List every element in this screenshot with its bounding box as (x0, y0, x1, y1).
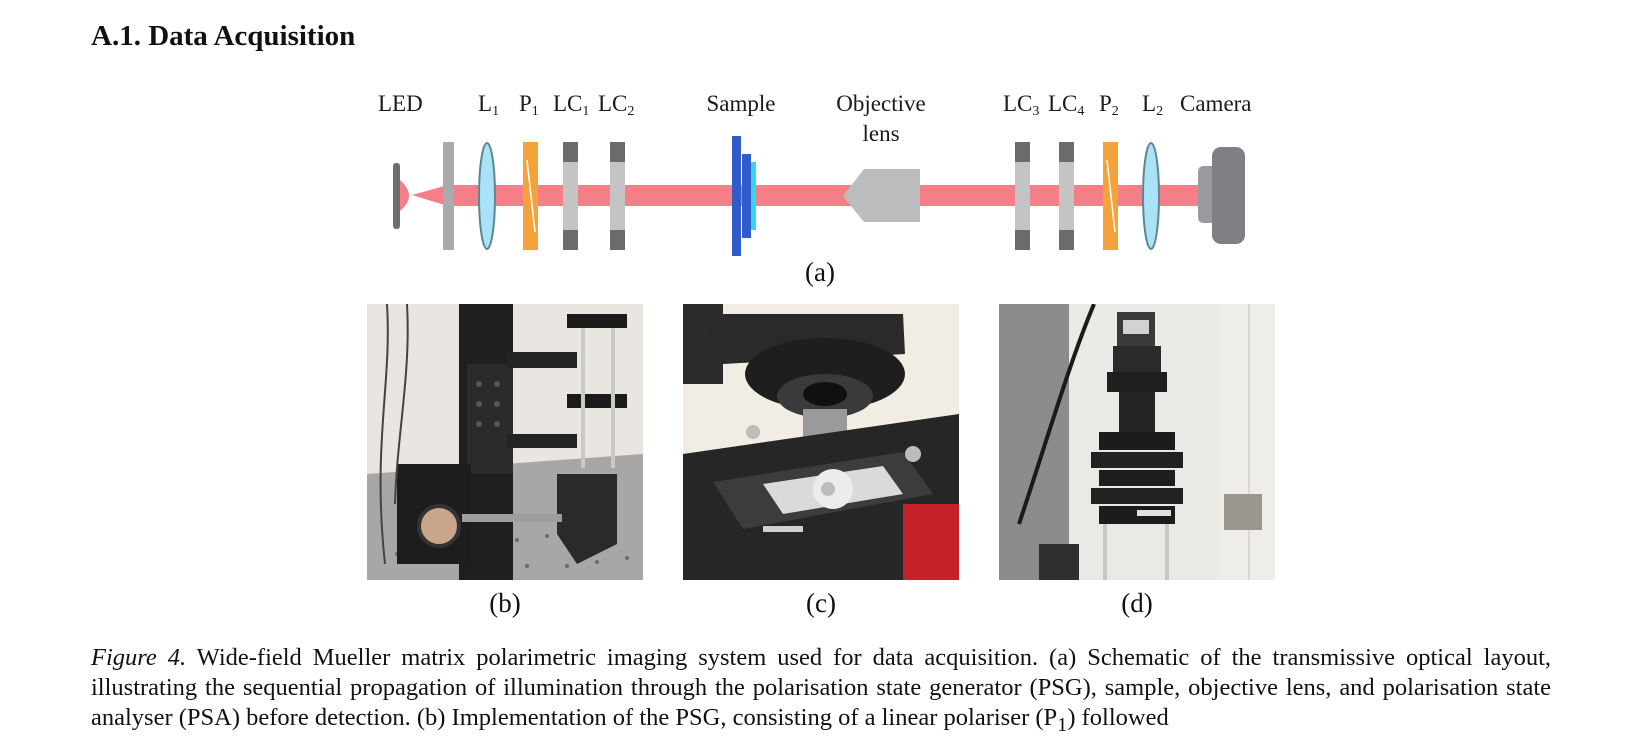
label-p1: P1 (519, 91, 539, 119)
photo-psg-setup (367, 304, 643, 580)
beam-diverging (412, 185, 448, 206)
objective-lens (843, 169, 920, 222)
label-lc3: LC3 (1003, 91, 1039, 119)
led-emitter (400, 180, 409, 211)
diffuser-plate (443, 142, 454, 250)
label-p2: P2 (1099, 91, 1119, 119)
lc2-bottom-mount (610, 230, 625, 250)
camera-nose (1198, 166, 1216, 223)
sample-coverslip (742, 154, 751, 238)
lc4-top-mount (1059, 142, 1074, 162)
lc1-bottom-mount (563, 230, 578, 250)
polariser-p1-axis (526, 159, 536, 233)
beam (446, 185, 1198, 206)
sample-specimen (751, 162, 756, 230)
label-lc4: LC4 (1048, 91, 1084, 119)
lc4-body (1059, 142, 1074, 250)
label-lc1: LC1 (553, 91, 589, 119)
polariser-p2-axis (1106, 159, 1116, 233)
lc2-top-mount (610, 142, 625, 162)
sample-slide (732, 136, 741, 256)
camera-body (1212, 147, 1245, 244)
label-objective-line2: lens (862, 121, 899, 146)
lens-l2 (1142, 142, 1160, 250)
lens-l1 (478, 142, 496, 250)
caption-line-3-end: ) followed (1067, 704, 1169, 731)
photo-psa-camera (999, 304, 1275, 580)
panel-label-c: (c) (806, 588, 836, 618)
section-heading: A.1. Data Acquisition (91, 20, 356, 52)
photo-sample-stage (683, 304, 959, 580)
label-camera: Camera (1180, 91, 1252, 116)
lc4-bottom-mount (1059, 230, 1074, 250)
panel-label-d: (d) (1121, 588, 1153, 618)
caption-line-3-sub: 1 (1057, 713, 1068, 736)
label-lc2: LC2 (598, 91, 634, 119)
optical-schematic: LED L1 P1 LC1 LC2 Sample Objective lens … (378, 91, 1252, 287)
lc3-top-mount (1015, 142, 1030, 162)
label-sample: Sample (707, 91, 776, 116)
label-l1: L1 (478, 91, 499, 119)
lc2-body (610, 142, 625, 250)
lc3-bottom-mount (1015, 230, 1030, 250)
figure-caption: Figure 4. Wide-field Mueller matrix pola… (91, 643, 1551, 740)
label-l2: L2 (1142, 91, 1163, 119)
caption-figure-label: Figure 4. (91, 644, 187, 671)
led-source (393, 163, 400, 229)
lc3-body (1015, 142, 1030, 250)
panel-label-b: (b) (489, 588, 521, 618)
lc1-body (563, 142, 578, 250)
panel-label-a: (a) (805, 257, 835, 287)
caption-line-1: Wide-field Mueller matrix polarimetric i… (196, 644, 1473, 671)
label-led: LED (378, 91, 423, 116)
caption-line-2: layout, illustrating the sequential prop… (91, 644, 1552, 701)
lc1-top-mount (563, 142, 578, 162)
label-objective-line1: Objective (836, 91, 925, 116)
beam-converging (1160, 185, 1212, 206)
